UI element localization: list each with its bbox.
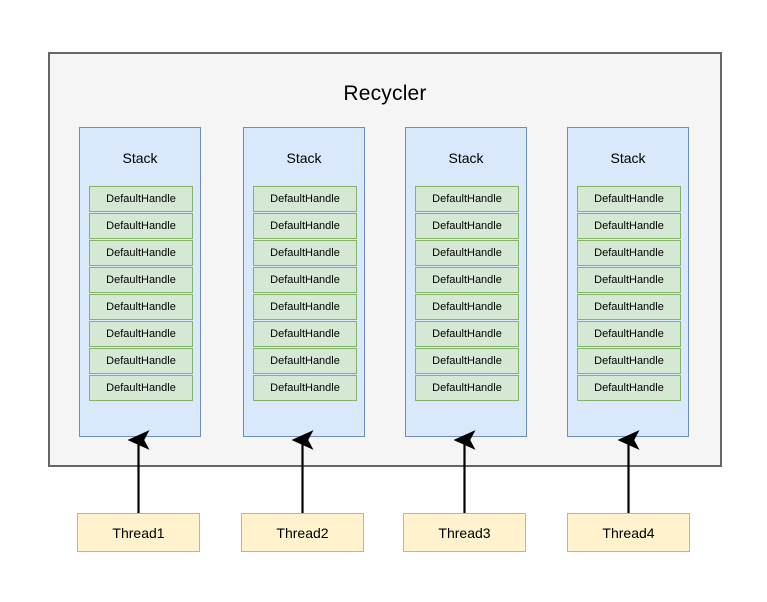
handle-box[interactable]: DefaultHandle xyxy=(415,348,519,374)
handle-box[interactable]: DefaultHandle xyxy=(253,375,357,401)
handle-label: DefaultHandle xyxy=(106,247,176,259)
handle-box[interactable]: DefaultHandle xyxy=(577,375,681,401)
handle-label: DefaultHandle xyxy=(432,220,502,232)
handle-box[interactable]: DefaultHandle xyxy=(253,321,357,347)
handle-label: DefaultHandle xyxy=(106,328,176,340)
handle-box[interactable]: DefaultHandle xyxy=(89,375,193,401)
handle-label: DefaultHandle xyxy=(270,301,340,313)
stack-box-1[interactable]: Stack DefaultHandle DefaultHandle Defaul… xyxy=(79,127,201,437)
handle-box[interactable]: DefaultHandle xyxy=(89,186,193,212)
handle-box[interactable]: DefaultHandle xyxy=(577,186,681,212)
recycler-container: Recycler Stack DefaultHandle DefaultHand… xyxy=(48,52,722,467)
handle-box[interactable]: DefaultHandle xyxy=(253,240,357,266)
recycler-title: Recycler xyxy=(343,82,427,105)
handle-label: DefaultHandle xyxy=(270,355,340,367)
stack-box-2[interactable]: Stack DefaultHandle DefaultHandle Defaul… xyxy=(243,127,365,437)
handle-label: DefaultHandle xyxy=(594,220,664,232)
handle-box[interactable]: DefaultHandle xyxy=(253,213,357,239)
handle-label: DefaultHandle xyxy=(106,355,176,367)
stack-title-2: Stack xyxy=(286,150,322,166)
handle-box[interactable]: DefaultHandle xyxy=(415,240,519,266)
handle-box[interactable]: DefaultHandle xyxy=(253,294,357,320)
handle-box[interactable]: DefaultHandle xyxy=(253,267,357,293)
handle-box[interactable]: DefaultHandle xyxy=(89,294,193,320)
handle-label: DefaultHandle xyxy=(270,274,340,286)
handle-label: DefaultHandle xyxy=(432,355,502,367)
handle-box[interactable]: DefaultHandle xyxy=(415,213,519,239)
handle-label: DefaultHandle xyxy=(106,220,176,232)
handle-label: DefaultHandle xyxy=(432,301,502,313)
handle-label: DefaultHandle xyxy=(270,247,340,259)
handle-box[interactable]: DefaultHandle xyxy=(89,240,193,266)
handle-box[interactable]: DefaultHandle xyxy=(577,240,681,266)
thread-box-4[interactable]: Thread4 xyxy=(567,513,690,552)
handle-box[interactable]: DefaultHandle xyxy=(577,321,681,347)
handle-label: DefaultHandle xyxy=(106,301,176,313)
handle-box[interactable]: DefaultHandle xyxy=(89,213,193,239)
handle-list-3: DefaultHandle DefaultHandle DefaultHandl… xyxy=(415,186,519,401)
handle-label: DefaultHandle xyxy=(432,193,502,205)
handle-box[interactable]: DefaultHandle xyxy=(253,348,357,374)
handle-label: DefaultHandle xyxy=(270,382,340,394)
handle-box[interactable]: DefaultHandle xyxy=(253,186,357,212)
handle-label: DefaultHandle xyxy=(594,274,664,286)
handle-box[interactable]: DefaultHandle xyxy=(89,321,193,347)
thread-label: Thread2 xyxy=(276,524,329,541)
handle-label: DefaultHandle xyxy=(432,274,502,286)
handle-box[interactable]: DefaultHandle xyxy=(415,321,519,347)
stack-title-1: Stack xyxy=(122,150,158,166)
handle-list-1: DefaultHandle DefaultHandle DefaultHandl… xyxy=(89,186,193,401)
thread-label: Thread1 xyxy=(112,524,165,541)
handle-label: DefaultHandle xyxy=(432,382,502,394)
handle-box[interactable]: DefaultHandle xyxy=(415,267,519,293)
handle-label: DefaultHandle xyxy=(594,301,664,313)
thread-box-1[interactable]: Thread1 xyxy=(77,513,200,552)
handle-label: DefaultHandle xyxy=(106,274,176,286)
stack-box-3[interactable]: Stack DefaultHandle DefaultHandle Defaul… xyxy=(405,127,527,437)
thread-label: Thread4 xyxy=(602,524,655,541)
handle-label: DefaultHandle xyxy=(594,193,664,205)
handle-box[interactable]: DefaultHandle xyxy=(577,294,681,320)
handle-label: DefaultHandle xyxy=(432,328,502,340)
handle-label: DefaultHandle xyxy=(270,220,340,232)
handle-list-4: DefaultHandle DefaultHandle DefaultHandl… xyxy=(577,186,681,401)
handle-label: DefaultHandle xyxy=(106,193,176,205)
handle-box[interactable]: DefaultHandle xyxy=(415,186,519,212)
thread-box-3[interactable]: Thread3 xyxy=(403,513,526,552)
handle-list-2: DefaultHandle DefaultHandle DefaultHandl… xyxy=(253,186,357,401)
stack-row: Stack DefaultHandle DefaultHandle Defaul… xyxy=(79,127,695,437)
thread-box-2[interactable]: Thread2 xyxy=(241,513,364,552)
handle-box[interactable]: DefaultHandle xyxy=(577,213,681,239)
handle-label: DefaultHandle xyxy=(594,382,664,394)
thread-label: Thread3 xyxy=(438,524,491,541)
handle-box[interactable]: DefaultHandle xyxy=(577,348,681,374)
handle-label: DefaultHandle xyxy=(594,247,664,259)
handle-box[interactable]: DefaultHandle xyxy=(415,375,519,401)
handle-box[interactable]: DefaultHandle xyxy=(89,348,193,374)
stack-title-4: Stack xyxy=(610,150,646,166)
handle-label: DefaultHandle xyxy=(270,193,340,205)
handle-box[interactable]: DefaultHandle xyxy=(415,294,519,320)
handle-label: DefaultHandle xyxy=(106,382,176,394)
handle-label: DefaultHandle xyxy=(594,355,664,367)
handle-label: DefaultHandle xyxy=(270,328,340,340)
stack-title-3: Stack xyxy=(448,150,484,166)
handle-box[interactable]: DefaultHandle xyxy=(89,267,193,293)
handle-label: DefaultHandle xyxy=(432,247,502,259)
handle-box[interactable]: DefaultHandle xyxy=(577,267,681,293)
handle-label: DefaultHandle xyxy=(594,328,664,340)
stack-box-4[interactable]: Stack DefaultHandle DefaultHandle Defaul… xyxy=(567,127,689,437)
